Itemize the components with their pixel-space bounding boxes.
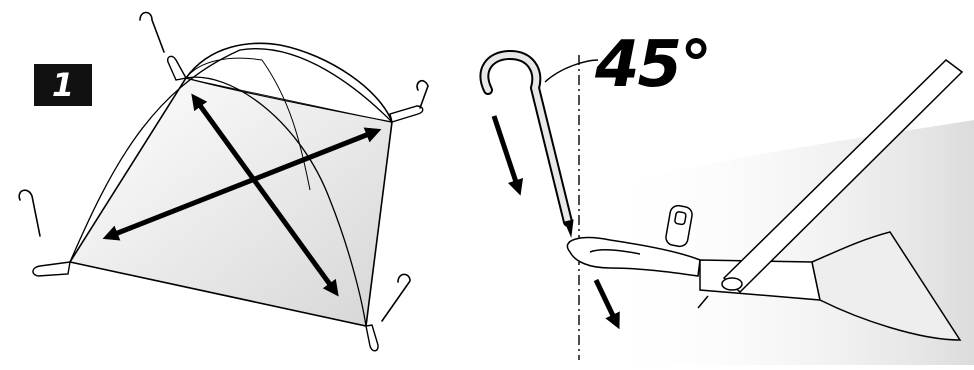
angle-label: 45° [595, 28, 712, 102]
stake-icon [18, 11, 429, 322]
pole-icon [697, 59, 964, 341]
stretch-arrows-icon [102, 93, 382, 297]
step-number-badge: 1 [34, 64, 92, 106]
stake-icon [479, 49, 574, 238]
down-arrow-icon [491, 115, 620, 330]
angle-arc [544, 59, 599, 83]
